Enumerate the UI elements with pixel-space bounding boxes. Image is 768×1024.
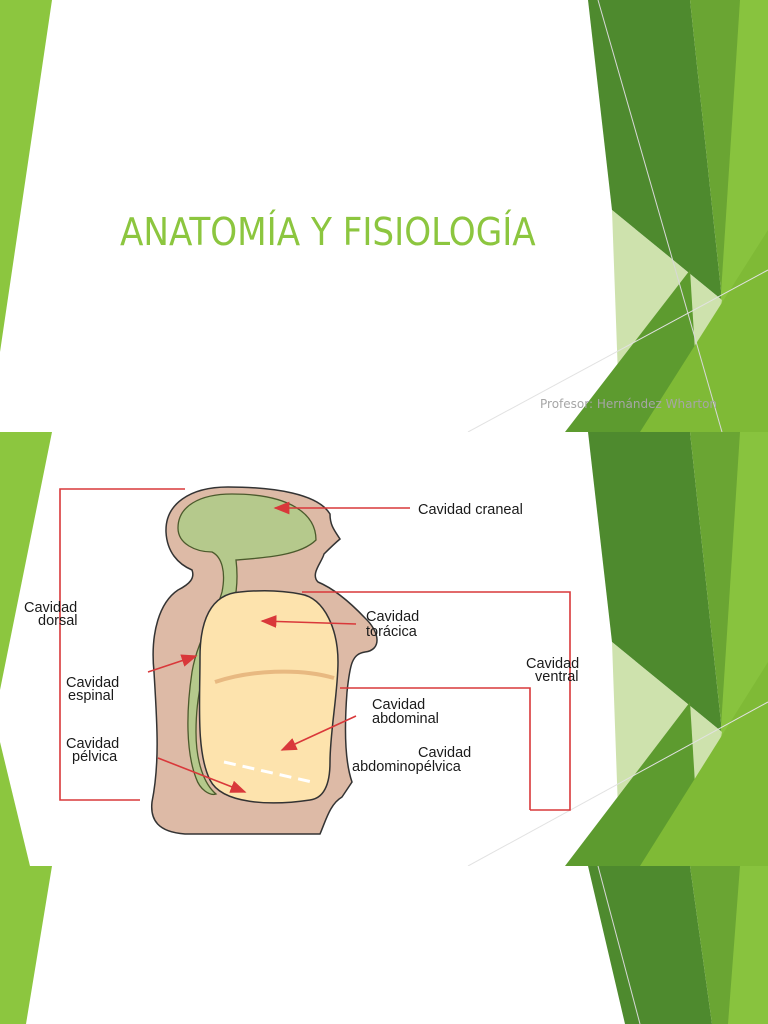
label-cavidad-craneal: Cavidad craneal: [418, 502, 523, 518]
left-green-triangle: [0, 432, 52, 690]
label-cavidad-toracica-1: Cavidad: [366, 609, 419, 625]
label-cavidad-abdominal-2: abdominal: [372, 711, 439, 727]
arrow-espinal: [147, 654, 198, 673]
label-cavidad-pelvica-1: Cavidad: [66, 736, 119, 752]
abdominopelvic-bracket: [340, 687, 531, 810]
body-cavities-diagram: Cavidad craneal Cavidad dorsal Cavidad t…: [24, 486, 579, 835]
dorsal-bracket: [59, 488, 185, 801]
label-cavidad-espinal-2: espinal: [68, 688, 114, 704]
deco-thin-line-2: [467, 269, 768, 432]
slide-decoration: [0, 866, 768, 1024]
deco-dark-shape: [588, 0, 722, 300]
diaphragm-line: [214, 669, 335, 684]
arrow-toracica: [260, 615, 357, 628]
label-cavidad-dorsal-1: Cavidad: [24, 600, 77, 616]
slide-title: ANATOMÍA Y FISIOLOGÍA Profesor: Hernánde…: [0, 0, 768, 432]
ventral-cavity: [198, 589, 339, 804]
slide-next-partial: [0, 866, 768, 1024]
label-cavidad-espinal-1: Cavidad: [66, 675, 119, 691]
label-cavidad-dorsal-2: dorsal: [38, 613, 78, 629]
deco-light-strip: [728, 866, 768, 1024]
label-cavidad-ventral-2: ventral: [535, 669, 579, 685]
pelvic-boundary-dashed: [223, 760, 313, 784]
deco-bottom-right-shape: [640, 662, 768, 866]
deco-thin-line: [597, 0, 723, 432]
label-cavidad-ventral-1: Cavidad: [526, 656, 579, 672]
label-cavidad-pelvica-2: pélvica: [72, 749, 118, 765]
slide-subtitle: Profesor: Hernández Wharton: [540, 397, 718, 411]
label-cavidad-abdominal-1: Cavidad: [372, 697, 425, 713]
label-cavidad-abdominopelvica-1: Cavidad: [418, 745, 471, 761]
arrow-pelvica: [157, 757, 247, 793]
label-cavidad-abdominopelvica-2: abdominopélvica: [352, 759, 462, 775]
arrow-abdominal: [280, 715, 357, 751]
slide-body-cavities: Cavidad craneal Cavidad dorsal Cavidad t…: [0, 432, 768, 866]
left-green-triangle: [0, 866, 52, 1024]
deco-dark-shape: [588, 866, 712, 1024]
ventral-bracket: [302, 591, 571, 811]
left-green-bottom: [0, 742, 30, 866]
slide-title-text: ANATOMÍA Y FISIOLOGÍA: [120, 210, 536, 254]
slide-decoration: [0, 432, 768, 866]
deco-dark-shape: [588, 432, 722, 732]
deco-bottom-right-shape: [640, 230, 768, 432]
label-cavidad-toracica-2: torácica: [366, 624, 418, 640]
left-green-triangle: [0, 0, 52, 352]
deco-thin-line: [597, 866, 641, 1024]
slide-decoration: [0, 0, 768, 432]
deco-thin-line: [467, 701, 768, 866]
